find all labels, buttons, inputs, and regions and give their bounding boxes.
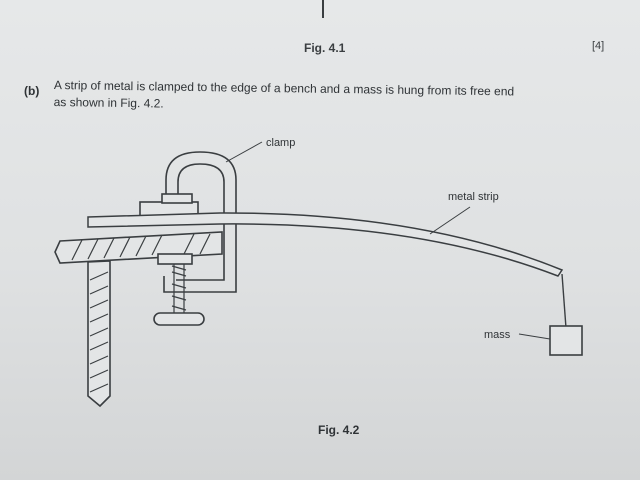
fig-4-1-caption: Fig. 4.1 bbox=[304, 41, 346, 55]
marks-indicator: [4] bbox=[592, 40, 605, 52]
mass-block bbox=[549, 325, 583, 356]
clamp-screw bbox=[171, 264, 187, 314]
clamp-frame-outer bbox=[163, 151, 237, 293]
bench bbox=[54, 231, 223, 408]
bench-top-hatching bbox=[71, 233, 211, 261]
clamp-leader-line bbox=[225, 141, 263, 163]
clamp-lower-pad bbox=[157, 253, 193, 265]
mass-leader-line bbox=[518, 333, 551, 340]
bench-leg bbox=[87, 260, 111, 408]
question-text: A strip of metal is clamped to the edge … bbox=[54, 77, 624, 119]
mass-label: mass bbox=[484, 329, 511, 341]
metal-strip bbox=[87, 212, 564, 277]
question-part-label: (b) bbox=[24, 84, 40, 98]
clamp-handle bbox=[153, 312, 205, 326]
clamp-frame-inner bbox=[176, 163, 225, 281]
bench-top bbox=[54, 231, 223, 264]
fig-4-2-diagram: clamp metal strip mass bbox=[54, 137, 583, 408]
fig-4-2-caption: Fig. 4.2 bbox=[318, 423, 360, 437]
clamp-label: clamp bbox=[266, 137, 295, 149]
metal-strip-label: metal strip bbox=[448, 191, 499, 203]
bench-leg-hatching bbox=[89, 271, 109, 393]
clamp bbox=[139, 151, 237, 326]
fig-4-1-bottom-line bbox=[322, 0, 324, 18]
clamp-top-pad bbox=[161, 193, 193, 204]
metal-strip-leader-line bbox=[429, 206, 471, 235]
mass-string bbox=[561, 273, 567, 329]
